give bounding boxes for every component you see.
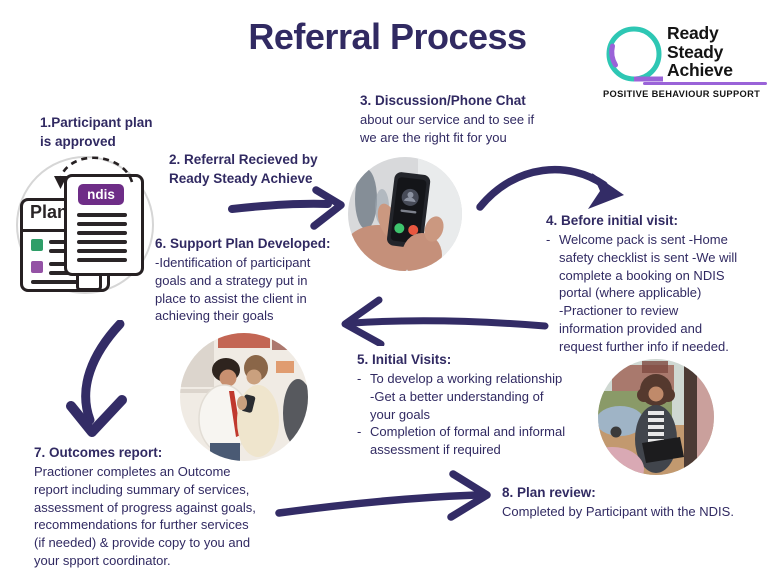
ndis-plan-illustration: Plan ndis: [16, 156, 154, 294]
bullet-dash: -: [357, 424, 362, 440]
ndis-badge-label: ndis: [87, 187, 115, 202]
arrow-curved-right-step3-icon: [476, 166, 624, 211]
ndis-line: [77, 258, 127, 262]
arrow-curved-down-step6-icon: [66, 320, 127, 437]
arrow-right-step2-icon: [228, 186, 345, 230]
step-1-participant-plan: 1.Participant plan is approved: [40, 114, 153, 151]
step-5-bullet-2: Completion of formal and informal assess…: [370, 424, 566, 458]
phone-call-photo: [348, 157, 462, 271]
dashed-curve-arrow-icon: [54, 156, 134, 189]
loop-logo-icon: [606, 26, 663, 82]
ndis-badge: ndis: [78, 184, 124, 205]
clients-phone-photo: [180, 333, 308, 461]
arrow-left-step4-icon: [341, 296, 549, 346]
brand-underline: [643, 82, 767, 85]
ndis-line: [77, 213, 127, 217]
ndis-line: [77, 240, 127, 244]
plan-line: [49, 271, 79, 275]
step-4-bullet-text: Welcome pack is sent -Home safety checkl…: [559, 231, 738, 355]
step-7-outcomes-report: 7. Outcomes report: Practioner completes…: [34, 444, 256, 570]
step-8-body: Completed by Participant with the NDIS.: [502, 503, 734, 519]
step-6-heading: 6. Support Plan Developed:: [155, 236, 331, 251]
step-6-support-plan: 6. Support Plan Developed: -Identificati…: [155, 235, 331, 325]
ndis-line: [77, 222, 127, 226]
step-7-heading: 7. Outcomes report:: [34, 445, 163, 460]
page-title: Referral Process: [248, 16, 527, 57]
step-8-plan-review: 8. Plan review: Completed by Participant…: [502, 484, 734, 521]
green-checkbox-icon: [31, 239, 43, 251]
bullet-dash: -: [357, 370, 362, 386]
step-2-referral-received: 2. Referral Recieved by Ready Steady Ach…: [169, 151, 318, 188]
step-8-heading: 8. Plan review:: [502, 485, 596, 500]
ndis-line: [77, 231, 127, 235]
step-3-body: about our service and to see if we are t…: [360, 111, 535, 145]
brand-tagline: POSITIVE BEHAVIOUR SUPPORT: [603, 89, 761, 99]
step-2-heading: 2. Referral Recieved by Ready Steady Ach…: [169, 152, 318, 186]
ndis-line: [77, 249, 127, 253]
ndis-document: ndis: [64, 174, 144, 276]
brand-logo: Ready Steady Achieve POSITIVE BEHAVIOUR …: [603, 20, 767, 104]
arrow-right-step7-icon: [275, 470, 491, 521]
step-3-discussion: 3. Discussion/Phone Chat about our servi…: [360, 92, 534, 147]
step-1-heading: 1.Participant plan is approved: [40, 115, 153, 149]
practitioner-doorway-photo: [598, 359, 714, 475]
bullet-dash: -: [546, 231, 551, 247]
step-5-initial-visits: 5. Initial Visits: - To develop a workin…: [357, 351, 607, 459]
step-5-heading: 5. Initial Visits:: [357, 352, 452, 367]
step-4-heading: 4. Before initial visit:: [546, 213, 679, 228]
step-6-body: -Identification of participant goals and…: [155, 254, 311, 324]
plan-document-title: Plan: [30, 202, 69, 222]
plan-line: [31, 280, 79, 284]
brand-name: Ready Steady Achieve: [667, 23, 733, 81]
step-3-heading: 3. Discussion/Phone Chat: [360, 93, 526, 108]
step-4-before-initial-visit: 4. Before initial visit: - Welcome pack …: [546, 212, 774, 356]
step-5-bullet-1: To develop a working relationship -Get a…: [370, 370, 563, 422]
step-7-body: Practioner completes an Outcome report i…: [34, 463, 256, 569]
purple-checkbox-icon: [31, 261, 43, 273]
